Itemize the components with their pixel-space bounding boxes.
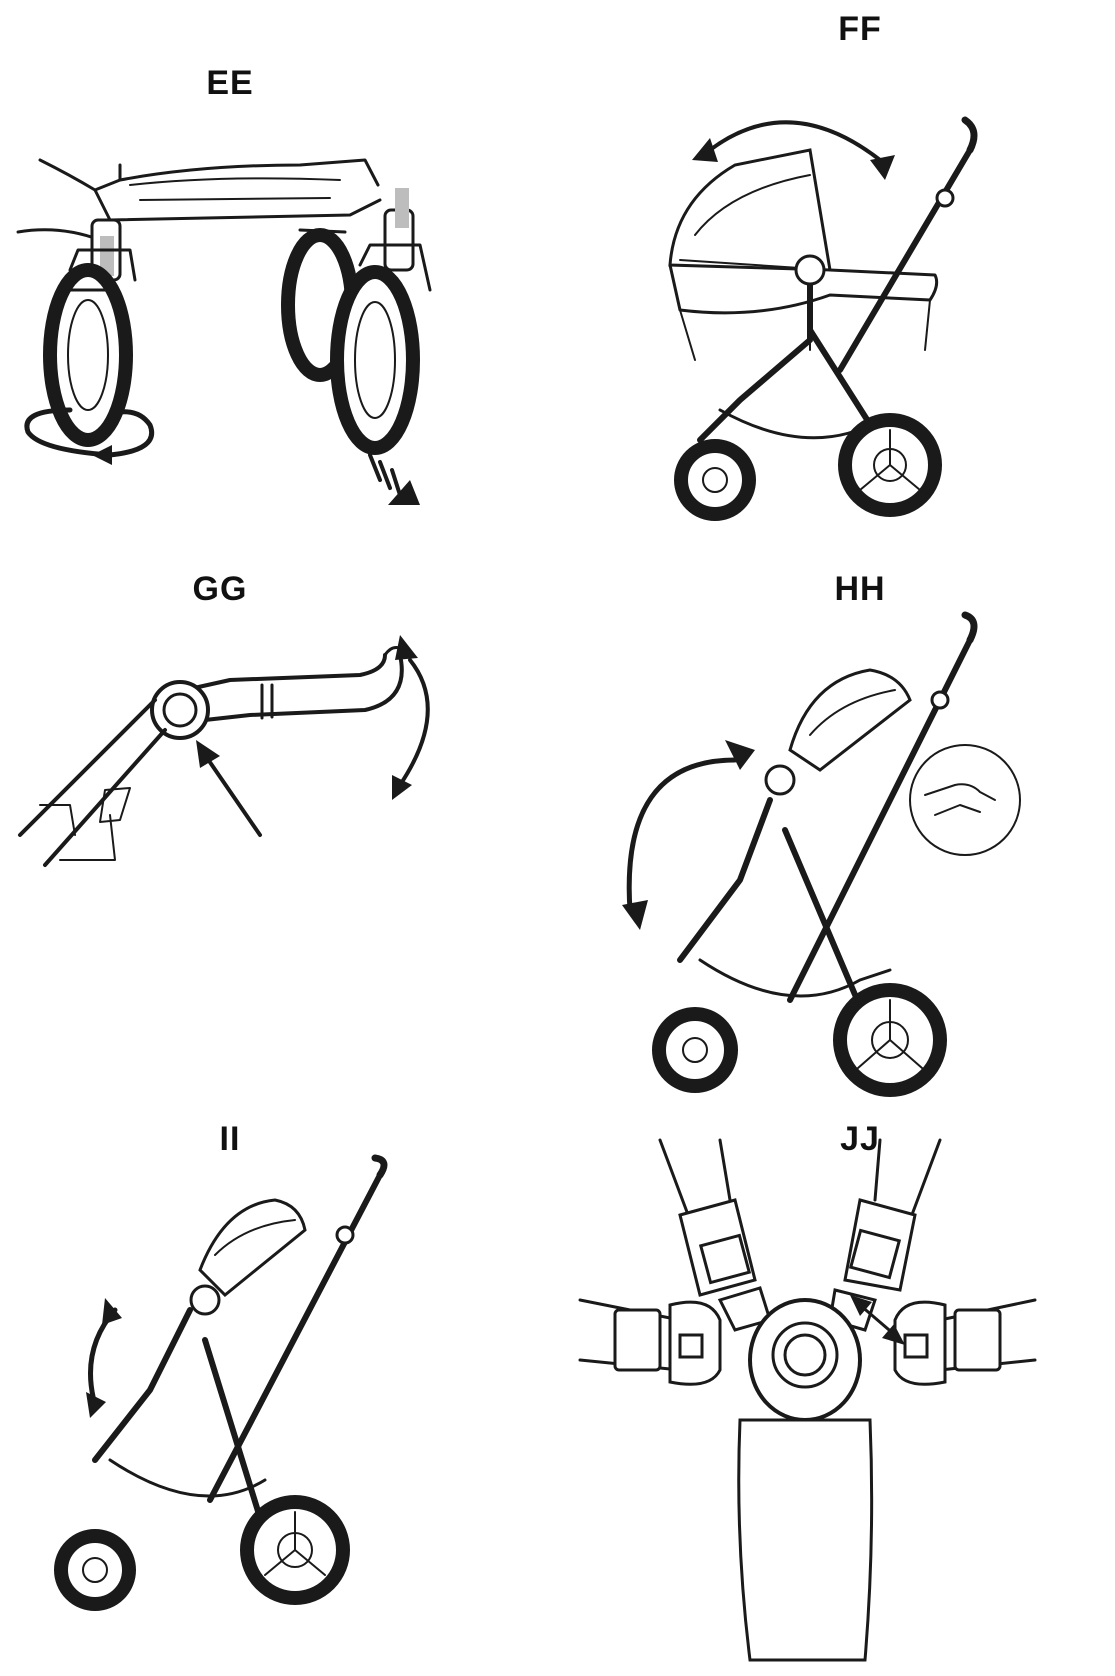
footrest-adjust-icon (54, 1154, 388, 1611)
swivel-wheel-lock-icon (16, 158, 432, 505)
backrest-recline-icon (622, 611, 1021, 1097)
panel-jj: JJ (560, 1120, 1115, 1676)
panel-ff: FF (560, 0, 1115, 540)
canopy-adjust-icon (668, 116, 978, 521)
panel-gg: GG (0, 560, 450, 960)
handlebar-adjust-icon (18, 635, 430, 867)
panel-label-gg: GG (192, 570, 248, 608)
harness-buckle-icon (578, 1138, 1037, 1662)
panel-ee: EE (0, 0, 450, 540)
panel-label-hh: HH (834, 570, 886, 608)
panel-label-jj: JJ (840, 1120, 880, 1158)
panel-ii: II (0, 1120, 450, 1676)
panel-hh: HH (560, 560, 1115, 1120)
panel-label-ii: II (219, 1120, 241, 1158)
panel-label-ee: EE (206, 64, 254, 102)
panel-label-ff: FF (838, 10, 882, 48)
